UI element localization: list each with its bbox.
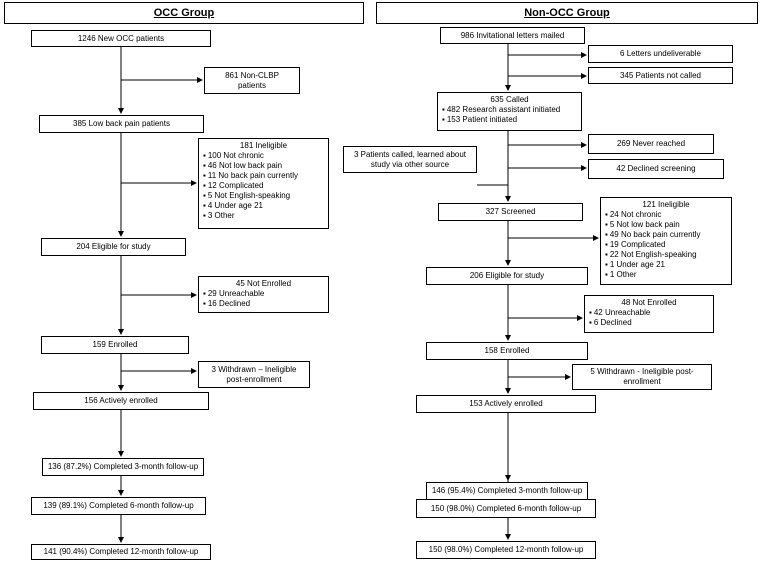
nonocc-ineligible-box: 121 Ineligible 24 Not chronic 5 Not low … [600, 197, 732, 285]
list-item: 46 Not low back pain [203, 161, 324, 171]
nonocc-called-head: 635 Called [490, 95, 529, 104]
nonocc-fu12-box: 150 (98.0%) Completed 12-month follow-up [416, 541, 596, 559]
nonocc-letters-box: 986 Invitational letters mailed [440, 27, 585, 44]
occ-eligible-box: 204 Eligible for study [41, 238, 186, 256]
list-item: 16 Declined [203, 299, 324, 309]
nonocc-group-title: Non-OCC Group [376, 2, 758, 24]
list-item: 42 Unreachable [589, 308, 709, 318]
nonocc-screened-box: 327 Screened [438, 203, 583, 221]
nonocc-active-box: 153 Actively enrolled [416, 395, 596, 413]
nonocc-withdrawn-box: 5 Withdrawn - Ineligible post-enrollment [572, 364, 712, 390]
list-item: 6 Declined [589, 318, 709, 328]
list-item: 19 Complicated [605, 240, 727, 250]
nonocc-not-enrolled-head: 48 Not Enrolled [621, 298, 677, 307]
nonocc-ineligible-head: 121 Ineligible [642, 200, 690, 209]
nonocc-other-source-box: 3 Patients called, learned about study v… [343, 146, 477, 173]
occ-not-enrolled-head: 45 Not Enrolled [235, 279, 292, 288]
list-item: 153 Patient initiated [442, 115, 577, 125]
occ-ineligible-head: 181 Ineligible [239, 141, 288, 150]
list-item: 22 Not English-speaking [605, 250, 727, 260]
list-item: 5 Not low back pain [605, 220, 727, 230]
list-item: 12 Complicated [203, 181, 324, 191]
nonocc-fu3-box: 146 (95.4%) Completed 3-month follow-up [426, 482, 588, 500]
list-item: 5 Not English-speaking [203, 191, 324, 201]
occ-lbp-patients-box: 385 Low back pain patients [39, 115, 204, 133]
list-item: 24 Not chronic [605, 210, 727, 220]
occ-non-clbp-box: 861 Non-CLBP patients [204, 67, 300, 94]
list-item: 1 Other [605, 270, 727, 280]
nonocc-declined-screening-box: 42 Declined screening [588, 159, 724, 179]
nonocc-undeliverable-box: 6 Letters undeliverable [588, 45, 733, 63]
occ-group-title: OCC Group [4, 2, 364, 24]
occ-fu3-box: 136 (87.2%) Completed 3-month follow-up [42, 458, 204, 476]
list-item: 3 Other [203, 211, 324, 221]
occ-enrolled-box: 159 Enrolled [41, 336, 189, 354]
list-item: 4 Under age 21 [203, 201, 324, 211]
nonocc-enrolled-box: 158 Enrolled [426, 342, 588, 360]
occ-ineligible-box: 181 Ineligible 100 Not chronic 46 Not lo… [198, 138, 329, 229]
list-item: 11 No back pain currently [203, 171, 324, 181]
occ-not-enrolled-box: 45 Not Enrolled 29 Unreachable 16 Declin… [198, 276, 329, 313]
occ-fu12-box: 141 (90.4%) Completed 12-month follow-up [31, 544, 211, 560]
list-item: 29 Unreachable [203, 289, 324, 299]
occ-withdrawn-box: 3 Withdrawn – Ineligible post-enrollment [198, 361, 310, 388]
nonocc-not-enrolled-box: 48 Not Enrolled 42 Unreachable 6 Decline… [584, 295, 714, 333]
occ-active-box: 156 Actively enrolled [33, 392, 209, 410]
nonocc-not-called-box: 345 Patients not called [588, 67, 733, 84]
occ-fu6-box: 139 (89.1%) Completed 6-month follow-up [31, 497, 206, 515]
nonocc-eligible-box: 206 Eligible for study [426, 267, 588, 285]
occ-new-patients-box: 1246 New OCC patients [31, 30, 211, 47]
nonocc-fu6-label-box: 150 (98.0%) Completed 6-month follow-up [416, 499, 596, 518]
nonocc-called-box: 635 Called 482 Research assistant initia… [437, 92, 582, 131]
nonocc-never-reached-box: 269 Never reached [588, 134, 714, 154]
list-item: 100 Not chronic [203, 151, 324, 161]
list-item: 49 No back pain currently [605, 230, 727, 240]
list-item: 482 Research assistant initiated [442, 105, 577, 115]
list-item: 1 Under age 21 [605, 260, 727, 270]
